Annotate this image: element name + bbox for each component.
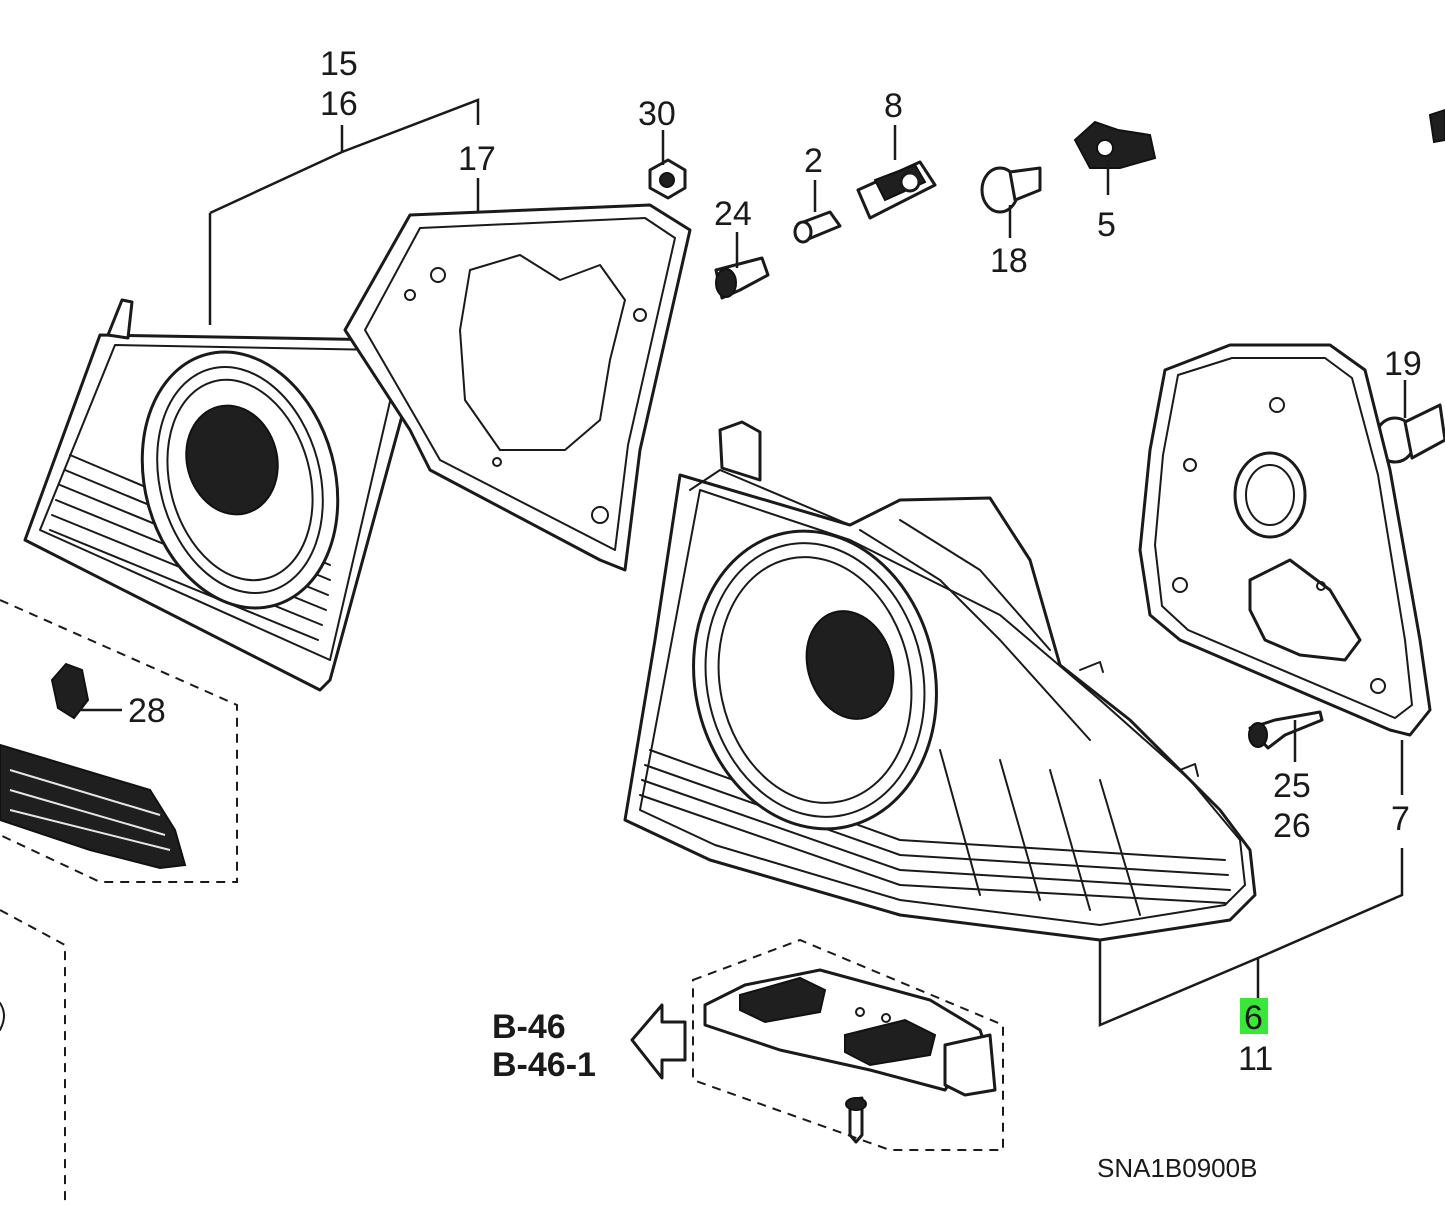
reference-b46-1: B-46-1 [492,1046,596,1084]
callout-15: 15 [320,45,358,83]
callout-24: 24 [714,195,752,233]
garnish-partial[interactable] [0,743,187,870]
bulb-socket-24[interactable] [714,256,770,300]
reference-b46: B-46 [492,1008,566,1046]
callout-17: 17 [458,140,496,178]
dashed-box-left-low [0,909,66,1205]
callout-16: 16 [320,85,358,123]
outer-lamp-gasket[interactable] [1138,343,1432,737]
callout-18: 18 [990,242,1028,280]
callout-7: 7 [1391,800,1410,838]
leader-lines [80,98,1407,1027]
bulb-18[interactable] [980,166,1042,214]
callout-11: 11 [1238,1040,1273,1078]
inner-lamp-gasket[interactable] [343,203,692,572]
socket-5[interactable] [1073,120,1157,169]
partial-part-corner [1428,108,1445,144]
callout-26: 26 [1273,807,1311,845]
bracket-assembly[interactable] [703,968,997,1144]
callout-25: 25 [1273,767,1311,805]
nut-30[interactable] [648,158,687,200]
reference-arrow[interactable] [630,1003,687,1080]
callout-5: 5 [1097,206,1116,244]
wedge-bulb-2[interactable] [793,210,842,244]
callout-19: 19 [1384,345,1422,383]
callout-8: 8 [884,87,903,125]
dashed-box-lower-right [692,938,1004,1151]
inner-taillight-assembly[interactable] [23,298,432,692]
outer-taillight-assembly[interactable] [623,420,1257,942]
callout-30: 30 [638,95,676,133]
socket-8[interactable] [856,160,937,220]
edge-partial-mark [0,1002,5,1031]
callout-6: 6 [1244,999,1263,1037]
callout-2: 2 [804,142,823,180]
drawing-code: SNA1B0900B [1097,1153,1257,1183]
clip-28[interactable] [50,662,90,720]
callout-6-highlight [1240,998,1268,1034]
screw-25-26[interactable] [1248,710,1324,750]
dashed-box-left-mid [0,599,238,883]
callout-labels: 15 16 17 30 8 2 24 18 5 19 28 25 26 7 6 … [128,45,1422,1183]
callout-28: 28 [128,692,166,730]
